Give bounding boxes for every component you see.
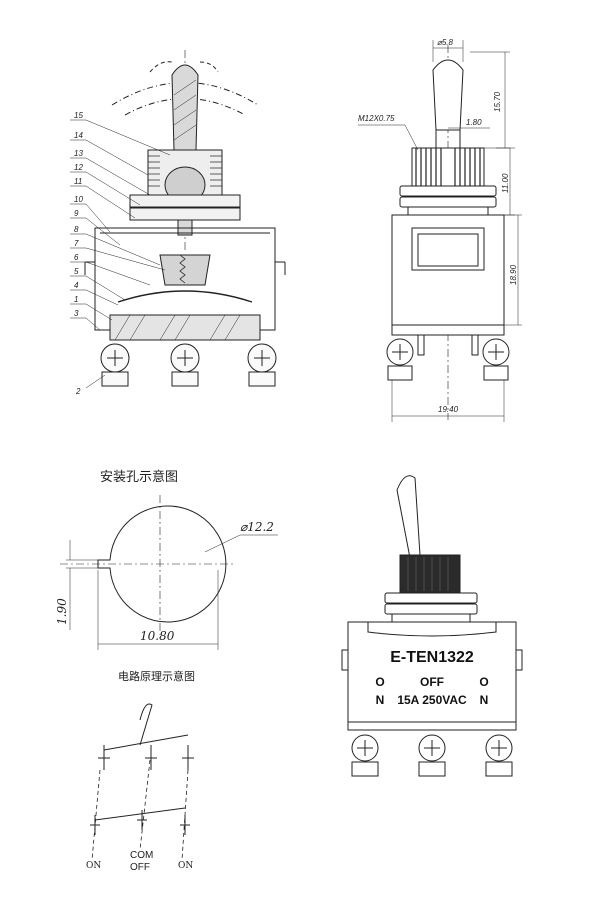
- front-tab-right: [515, 649, 523, 671]
- circuit-lever: [139, 703, 153, 746]
- circuit-contacts-top: [98, 734, 194, 770]
- position-left: O: [375, 675, 384, 689]
- dim-bushing-length: 11.00: [501, 173, 510, 193]
- part-number: 5: [74, 267, 79, 276]
- nut-upper: [129, 194, 241, 208]
- side-bushing: [411, 147, 485, 187]
- side-nut-lower: [399, 196, 497, 208]
- part-number: 10: [74, 195, 83, 204]
- bushing-threads: [148, 155, 222, 187]
- rating-right-n: N: [480, 693, 489, 707]
- part-number: 14: [74, 131, 83, 140]
- position-center: OFF: [420, 675, 444, 689]
- part-number: 8: [74, 225, 79, 234]
- housing-tabs: [84, 261, 286, 275]
- base-block: [109, 314, 261, 341]
- nut-lower: [129, 207, 241, 221]
- dim-body-height: 18.90: [509, 264, 518, 285]
- label-on-left: ON: [86, 861, 101, 871]
- rating-left-n: N: [376, 693, 385, 707]
- lever-ghost-right: [199, 61, 219, 73]
- front-nut-lower: [384, 603, 478, 615]
- dim-key-height: 1.90: [55, 598, 69, 625]
- side-window-inner: [417, 233, 479, 267]
- lever-ghost-left: [149, 61, 173, 73]
- dim-lever-length: 15.70: [493, 91, 502, 112]
- hole-dimension-lines: [66, 534, 278, 650]
- front-base: [347, 721, 517, 731]
- front-tab-left: [341, 649, 349, 671]
- front-view: E-TEN1322 O OFF O N 15A 250VAC N: [341, 475, 523, 777]
- spring: [179, 254, 186, 284]
- part-number: 1: [74, 295, 78, 304]
- part-number: 13: [74, 149, 83, 158]
- label-on-right: ON: [178, 861, 193, 871]
- part-number: 3: [74, 309, 79, 318]
- side-view: ⌀5.8 15.70 M12X0.75 1.80 11.00 18.90 19.…: [358, 38, 522, 422]
- mounting-hole-title: 安装孔示意图: [100, 469, 178, 485]
- part-number: 7: [74, 239, 79, 248]
- side-lever: [432, 59, 464, 131]
- circuit-title: 电路原理示意图: [118, 669, 195, 683]
- mounting-hole-view: 安装孔示意图 ⌀12.2 1.90 10.80: [55, 469, 278, 650]
- part-number: 15: [74, 111, 83, 120]
- side-nut-upper: [399, 185, 497, 197]
- dim-thread-spec: M12X0.75: [358, 114, 395, 123]
- terminal-screws: [100, 343, 277, 387]
- side-dimension-lines: [358, 40, 522, 422]
- section-view: 15 14 13 12 11 10 9 8 7 6 5 4 1 3 2: [70, 50, 286, 396]
- front-bushing: [399, 554, 461, 594]
- front-bushing-threads: [407, 557, 449, 591]
- rocker-contact: [117, 290, 253, 303]
- lever-hatching: [173, 79, 197, 141]
- dim-body-width: 19.40: [438, 405, 459, 414]
- housing-outline: [94, 227, 276, 331]
- part-leaders: [70, 119, 171, 389]
- dim-lever-diameter: ⌀5.8: [437, 38, 453, 47]
- side-base: [391, 324, 505, 336]
- side-terminals: [386, 334, 510, 381]
- part-number: 11: [74, 177, 82, 186]
- front-nut-upper: [384, 592, 478, 604]
- front-terminals: [351, 734, 513, 777]
- part-number: 2: [75, 387, 81, 396]
- part-number: 9: [74, 209, 79, 218]
- label-off: OFF: [130, 862, 150, 873]
- electrical-rating: 15A 250VAC: [397, 693, 467, 707]
- side-bushing-threads: [415, 148, 481, 186]
- label-com: COM: [130, 850, 153, 861]
- base-hatching: [114, 314, 241, 341]
- side-washer: [407, 206, 489, 216]
- position-right: O: [479, 675, 488, 689]
- front-lever: [396, 475, 421, 559]
- model-number: E-TEN1322: [390, 649, 474, 666]
- actuator: [159, 254, 211, 286]
- lever-swing-arc-outer: [111, 82, 259, 106]
- dim-hole-diameter: ⌀12.2: [240, 520, 274, 534]
- front-body: [347, 621, 517, 723]
- part-number: 4: [74, 281, 79, 290]
- front-washer: [391, 613, 471, 623]
- circuit-diagram: 电路原理示意图 ON COM OFF ON: [86, 669, 195, 873]
- dim-key-width: 10.80: [140, 629, 175, 643]
- part-number: 6: [74, 253, 79, 262]
- lever-swing-arc-inner: [124, 98, 246, 116]
- dim-flat-width: 1.80: [466, 118, 482, 127]
- circuit-contacts-bottom: [90, 807, 190, 835]
- part-number: 12: [74, 163, 83, 172]
- front-top-curve: [367, 622, 497, 637]
